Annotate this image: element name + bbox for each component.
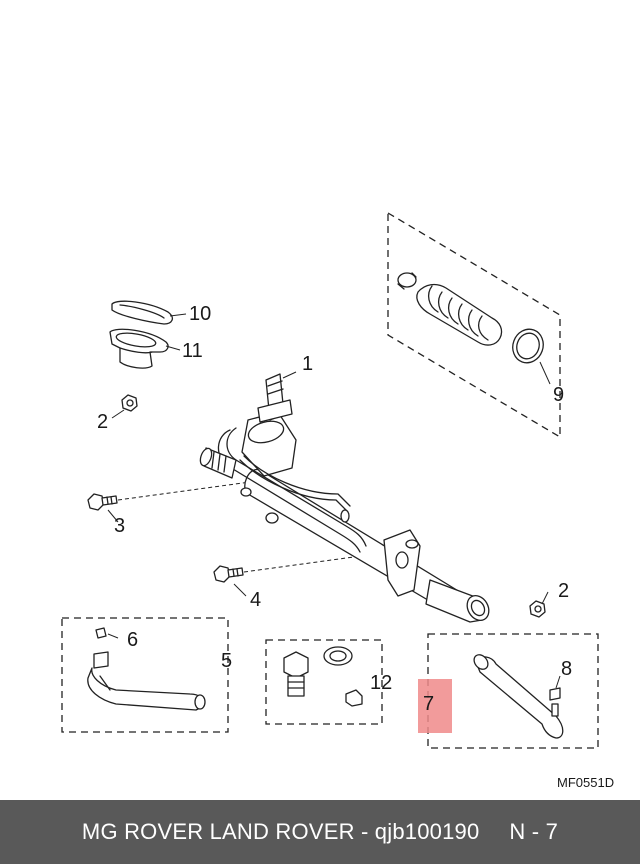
callout-4: 4	[250, 589, 261, 611]
seal-ring	[323, 646, 353, 666]
callout-8: 8	[561, 658, 572, 680]
caption-bar: MG ROVER LAND ROVER - qjb100190 N - 7	[0, 800, 640, 864]
rack-boot	[416, 283, 503, 346]
reference-code: MF0551D	[557, 775, 614, 790]
boot-kit-group	[387, 211, 561, 439]
callout-2-upper: 2	[97, 411, 108, 433]
mount-seal-10	[111, 300, 173, 325]
steering-rack-assembly	[199, 373, 490, 623]
tie-rod-left-group	[61, 617, 229, 733]
bolt-4	[213, 565, 244, 583]
steering-rack-exploded-diagram: 1 2 2 3 4 5 6 7 8 9 10 11 12 MF0551D	[61, 211, 614, 790]
callout-12: 12	[370, 672, 392, 694]
callout-6: 6	[127, 629, 138, 651]
nut-2-lower	[529, 600, 546, 618]
callout-3: 3	[114, 515, 125, 537]
callout-5: 5	[221, 650, 232, 672]
callout-9: 9	[553, 384, 564, 406]
tie-rod-end-left	[87, 627, 206, 711]
union-fitting	[283, 651, 309, 697]
bolt-3	[87, 493, 118, 511]
callout-1: 1	[302, 353, 313, 375]
highlight-marker	[418, 679, 452, 733]
callout-2-lower: 2	[558, 580, 569, 602]
seal-kit-group	[265, 639, 383, 725]
caption-text: MG ROVER LAND ROVER - qjb100190	[81, 819, 480, 844]
mount-bush-11	[109, 328, 169, 369]
page-number: N - 7	[509, 819, 559, 844]
callout-11: 11	[182, 340, 203, 362]
nut-2-upper	[121, 394, 138, 412]
callout-10: 10	[189, 303, 211, 325]
callout-7: 7	[423, 693, 434, 715]
seal-washer	[345, 689, 363, 707]
tie-rod-end-right	[473, 654, 564, 739]
